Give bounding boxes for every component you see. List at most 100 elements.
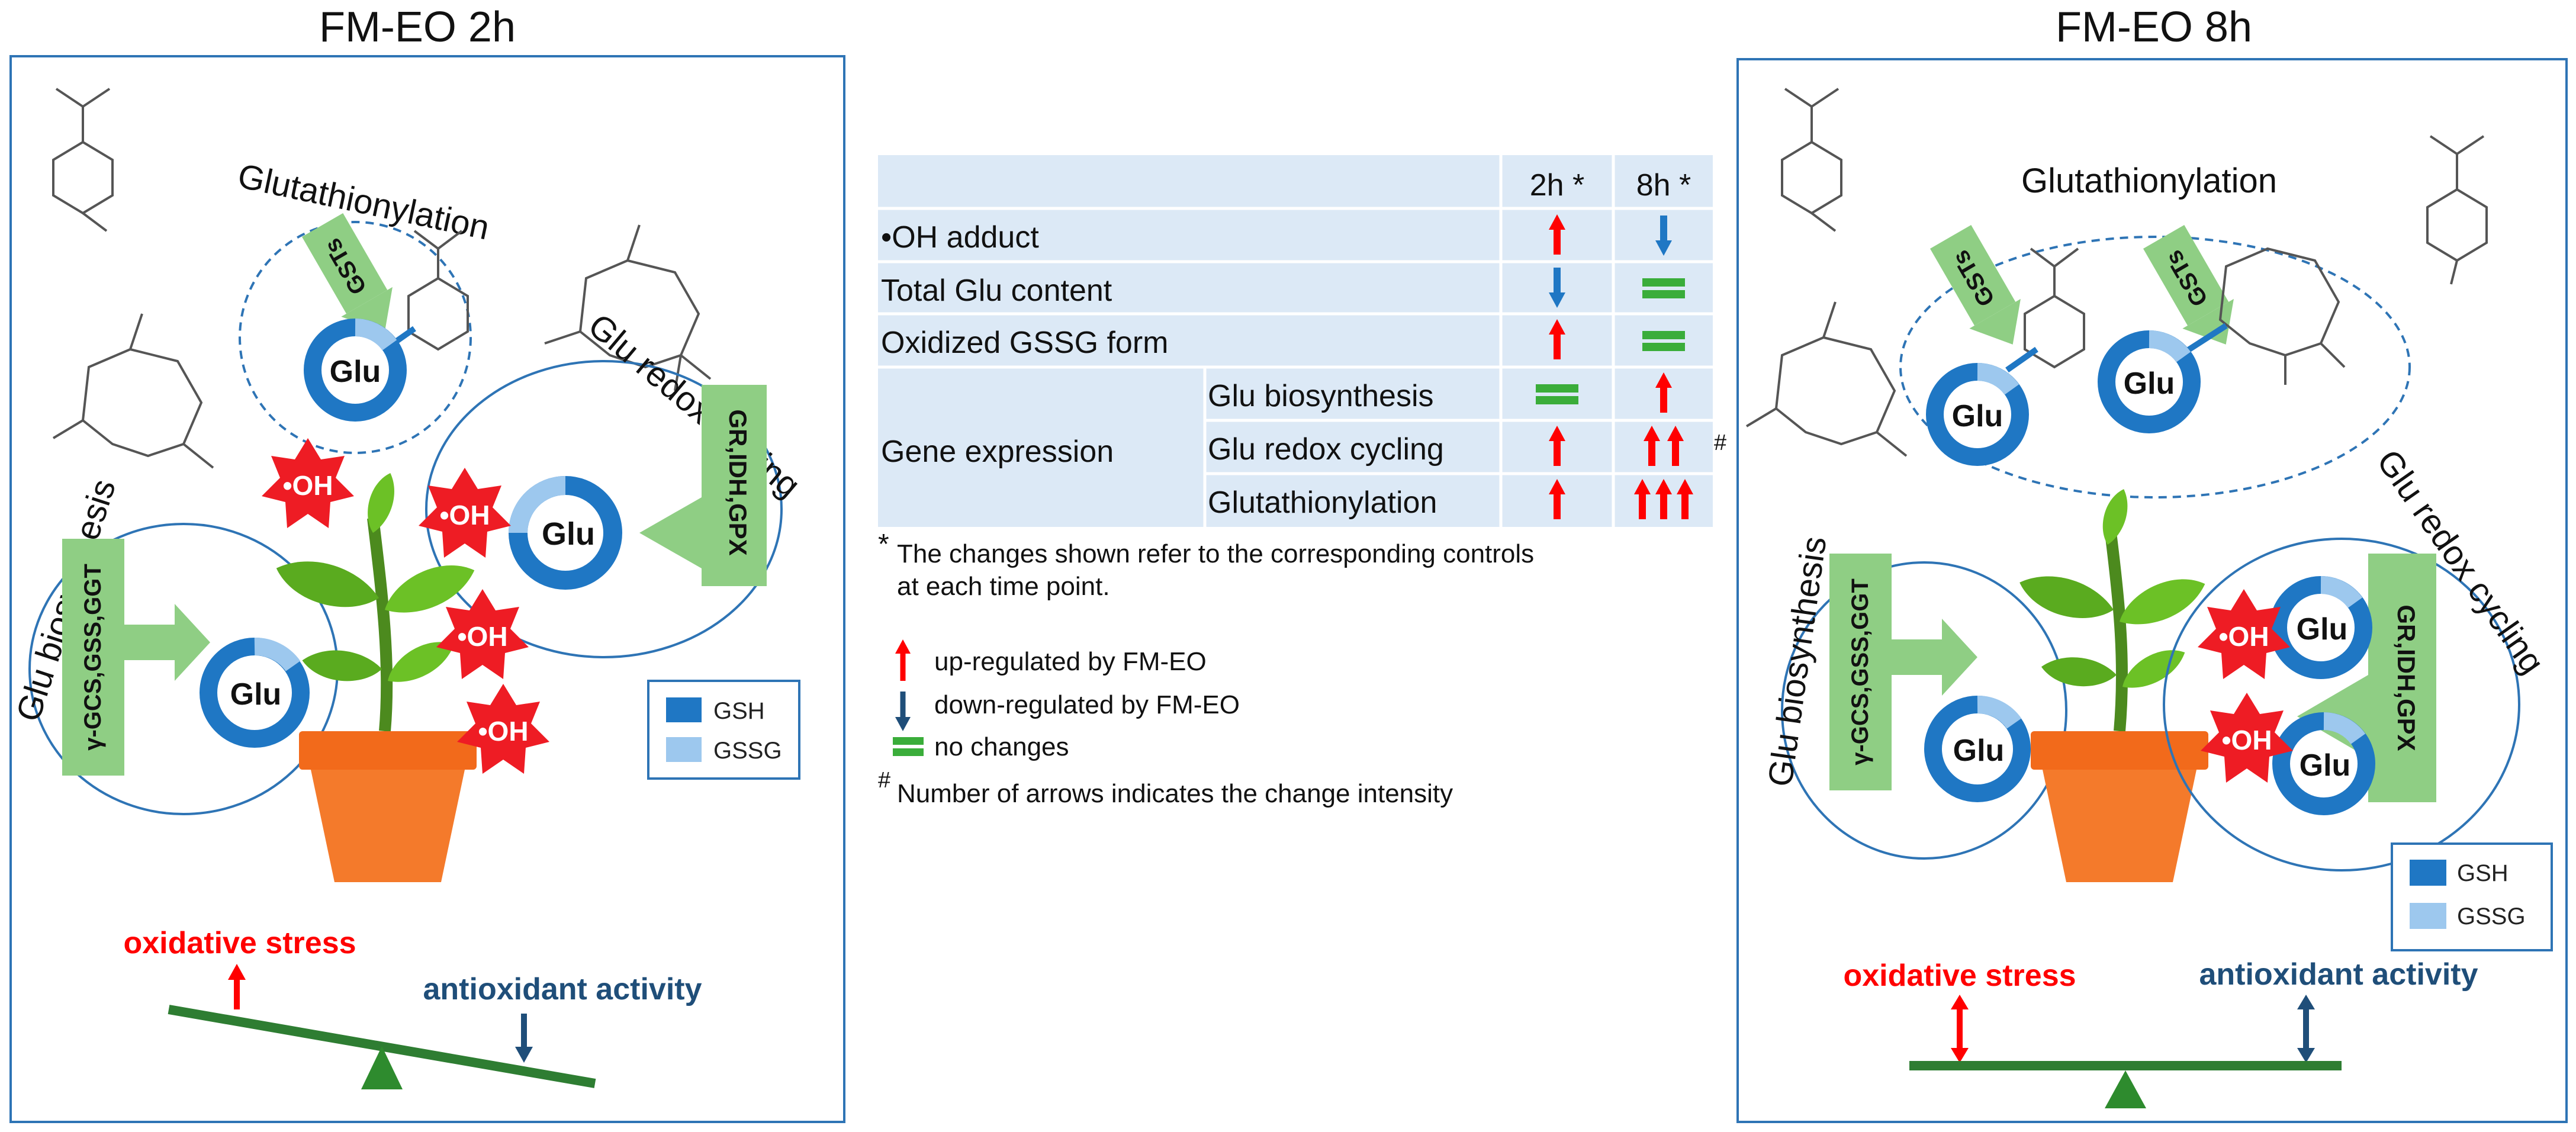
up-arrow-icon bbox=[1677, 479, 1693, 519]
up-arrow-icon bbox=[895, 639, 911, 681]
up-down-arrow-icon bbox=[2297, 995, 2315, 1063]
table-row-label: Oxidized GSSG form bbox=[881, 326, 1168, 360]
panel-8h: FM-EO 8h Glutathionylation GSTs bbox=[1736, 4, 2568, 1123]
plant-pot-icon bbox=[270, 469, 482, 882]
molecule-structure-icon bbox=[407, 230, 469, 351]
summary-table: 2h * 8h * •OH adduct Total Glu content O… bbox=[878, 155, 1726, 527]
panel-2h: FM-EO 2h Glutathionylation GSTs bbox=[9, 4, 845, 1123]
molecule-structure-icon bbox=[52, 88, 114, 232]
legend-2h: GSH GSSG bbox=[647, 680, 800, 780]
gene-expression-label: Gene expression bbox=[881, 435, 1114, 469]
redox-cycling-zone bbox=[2163, 538, 2520, 871]
glu-label: Glu bbox=[2300, 748, 2351, 783]
table-row-label: Glu biosynthesis bbox=[1208, 379, 1434, 413]
oh-label: •OH bbox=[457, 621, 507, 652]
up-arrow-icon bbox=[1951, 995, 1969, 1063]
star-note-mark: * bbox=[878, 529, 889, 560]
biosynthesis-zone bbox=[1781, 561, 2067, 860]
table-row-label: Total Glu content bbox=[881, 274, 1112, 308]
legend-gsh-label: GSH bbox=[2457, 860, 2509, 886]
molecule-structure-icon bbox=[2426, 135, 2488, 285]
plant-pot-icon bbox=[2014, 485, 2212, 882]
oh-radical-icon: •OH bbox=[2201, 693, 2293, 783]
up-arrow-icon bbox=[1644, 426, 1660, 466]
up-arrow-icon bbox=[1549, 319, 1565, 359]
legend-gssg-swatch bbox=[2410, 903, 2446, 929]
glutathionylation-label: Glutathionylation bbox=[2021, 162, 2277, 200]
oh-label: •OH bbox=[2218, 621, 2269, 652]
no-change-icon bbox=[1536, 384, 1578, 404]
glu-label: Glu bbox=[230, 677, 282, 712]
hash-note-mark: # bbox=[878, 768, 890, 793]
panel-2h-title: FM-EO 2h bbox=[319, 4, 516, 51]
table-row-label: •OH adduct bbox=[881, 220, 1039, 255]
seesaw-fulcrum bbox=[2105, 1070, 2146, 1108]
redox-enzyme-arrow: GR,IDH,GPX bbox=[639, 385, 767, 586]
glu-ring-gsts: Glu bbox=[1926, 363, 2029, 466]
up-arrow-icon bbox=[1667, 426, 1684, 466]
glutathionylation-zone bbox=[239, 221, 472, 454]
table-row-label: Glutathionylation bbox=[1208, 485, 1437, 520]
molecule-structure-icon bbox=[1781, 88, 1842, 232]
oh-label: •OH bbox=[478, 716, 528, 747]
biosynthesis-enzymes-label: γ-GCS,GSS,GGT bbox=[80, 564, 106, 751]
glu-ring-redox: Glu bbox=[2272, 712, 2375, 815]
redox-cycling-label: Glu redox cycling bbox=[581, 306, 808, 505]
up-arrow-icon bbox=[1655, 372, 1672, 413]
down-arrow-icon bbox=[515, 1014, 533, 1063]
legend-gsh-label: GSH bbox=[713, 698, 765, 724]
redox-enzymes-label: GR,IDH,GPX bbox=[724, 409, 752, 555]
up-note: up-regulated by FM-EO bbox=[934, 647, 1207, 676]
molecule-structure-icon bbox=[52, 313, 214, 469]
star-note-line2: at each time point. bbox=[897, 572, 1110, 601]
legend-notes: * The changes shown refer to the corresp… bbox=[878, 529, 1534, 808]
oh-radical-icon: •OH bbox=[436, 589, 529, 679]
glutathionylation-zone bbox=[1899, 236, 2411, 499]
glu-label: Glu bbox=[1952, 399, 2003, 433]
no-change-icon bbox=[1642, 331, 1685, 351]
legend-gsh-swatch bbox=[2410, 860, 2446, 886]
glutathionylation-label: Glutathionylation bbox=[234, 156, 493, 247]
table-row-label: Glu redox cycling bbox=[1208, 432, 1444, 467]
table-header-2h: 2h * bbox=[1530, 168, 1585, 202]
table-header-8h: 8h * bbox=[1636, 168, 1691, 202]
conjugation-bond bbox=[2183, 323, 2228, 355]
glu-label: Glu bbox=[542, 516, 595, 552]
up-arrow-icon bbox=[1549, 479, 1565, 519]
biosynthesis-enzymes-label: γ-GCS,GSS,GGT bbox=[1847, 578, 1873, 766]
up-arrow-icon bbox=[1634, 479, 1651, 519]
redox-enzymes-label: GR,IDH,GPX bbox=[2392, 604, 2420, 751]
seesaw-8h: oxidative stress antioxidant activity bbox=[1843, 957, 2478, 1108]
molecule-structure-icon bbox=[1745, 301, 1908, 457]
star-note-line1: The changes shown refer to the correspon… bbox=[897, 539, 1534, 568]
seesaw-fulcrum bbox=[361, 1046, 403, 1089]
glu-ring-gsts: Glu bbox=[304, 319, 407, 422]
up-arrow-icon bbox=[1549, 214, 1565, 255]
no-change-icon bbox=[893, 737, 924, 756]
oh-label: •OH bbox=[2221, 725, 2272, 755]
panel-2h-frame bbox=[9, 55, 845, 1123]
up-arrow-icon bbox=[1655, 479, 1672, 519]
seesaw-2h: oxidative stress antioxidant activity bbox=[123, 926, 702, 1089]
hash-mark: # bbox=[1714, 430, 1726, 455]
panel-8h-title: FM-EO 8h bbox=[2056, 4, 2252, 51]
up-arrow-icon bbox=[1549, 426, 1565, 466]
molecule-structure-icon bbox=[2218, 247, 2346, 385]
oxidative-stress-label: oxidative stress bbox=[1843, 959, 2076, 993]
glu-label: Glu bbox=[1953, 734, 2005, 768]
biosynthesis-enzyme-arrow: γ-GCS,GSS,GGT bbox=[62, 539, 210, 776]
oh-radical-icon: •OH bbox=[457, 684, 549, 774]
oh-radical-icon: •OH bbox=[419, 468, 511, 558]
no-change-icon bbox=[1642, 278, 1685, 298]
legend-gsh-swatch bbox=[666, 697, 702, 722]
down-arrow-icon bbox=[895, 692, 911, 731]
down-note: down-regulated by FM-EO bbox=[934, 690, 1240, 719]
legend-gssg-label: GSSG bbox=[2457, 903, 2526, 930]
panel-8h-frame bbox=[1736, 58, 2568, 1123]
glu-label: Glu bbox=[2124, 366, 2175, 401]
glu-label: Glu bbox=[2297, 612, 2348, 647]
redox-cycling-zone bbox=[425, 360, 783, 658]
antioxidant-activity-label: antioxidant activity bbox=[423, 972, 702, 1006]
legend-gssg-swatch bbox=[666, 737, 702, 762]
